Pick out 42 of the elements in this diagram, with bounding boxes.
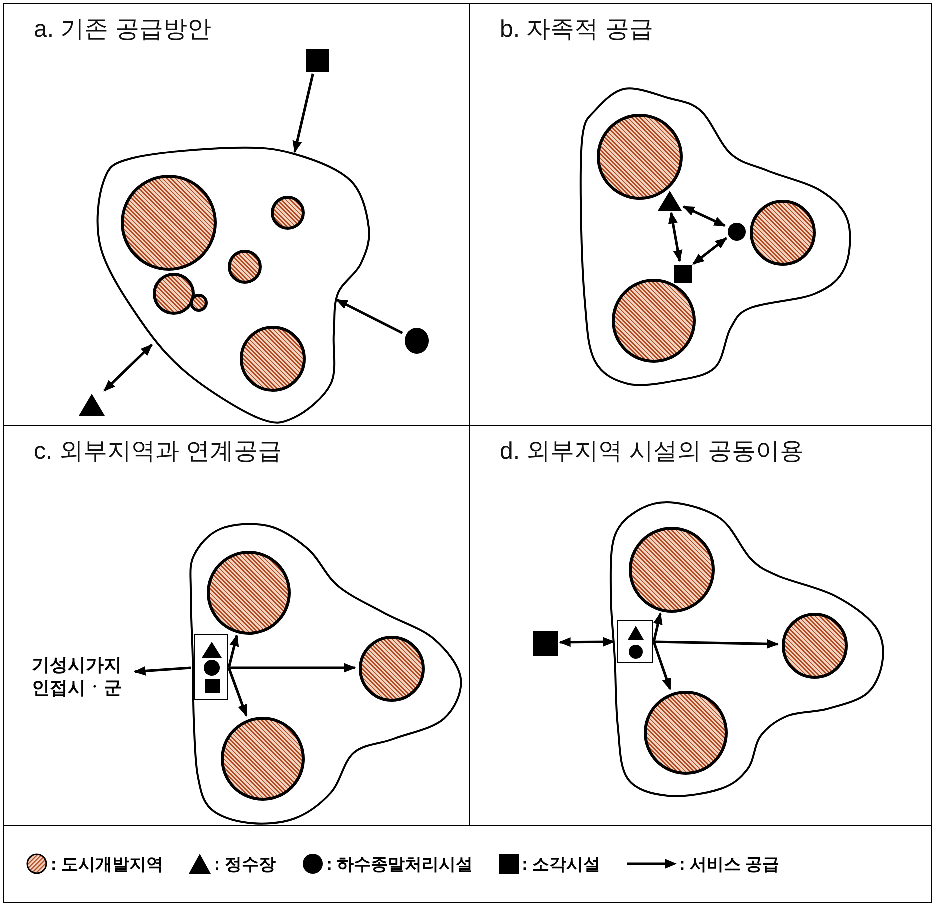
arrow	[652, 642, 672, 691]
arrow	[229, 663, 356, 673]
legend-text: : 소각시설	[522, 854, 601, 876]
panel-title: b. 자족적 공급	[500, 15, 654, 45]
panel-title: c. 외부지역과 연계공급	[34, 437, 282, 467]
legend-text: : 서비스 공급	[680, 854, 780, 876]
area-label: 기성시가지 인접시ㆍ군	[21, 653, 133, 701]
arrow	[134, 666, 192, 676]
square-symbol	[205, 679, 220, 693]
area-boundary	[187, 522, 465, 827]
square-symbol	[674, 265, 692, 283]
arrow	[654, 639, 780, 649]
legend-text: : 하수종말처리시설	[326, 854, 474, 876]
dot-symbol	[405, 328, 429, 354]
arrow	[692, 237, 728, 266]
arrow	[558, 637, 616, 648]
square-symbol	[533, 631, 558, 656]
arrow	[652, 612, 663, 642]
arrow	[336, 298, 404, 334]
arrow	[292, 74, 314, 154]
arrow	[228, 668, 248, 717]
facility-box	[617, 620, 653, 663]
diagram-panel	[469, 3, 932, 426]
legend-text: : 정수장	[214, 854, 276, 876]
dot-symbol	[629, 645, 643, 659]
arrow	[668, 212, 683, 262]
triangle-symbol	[658, 191, 682, 211]
area-boundary	[577, 85, 853, 389]
arrow	[682, 206, 726, 228]
panel-title: d. 외부지역 시설의 공동이용	[500, 437, 804, 467]
square-symbol	[306, 49, 329, 72]
triangle-symbol	[79, 394, 105, 416]
diagram-panel	[3, 3, 470, 426]
area-boundary	[607, 499, 887, 800]
panel-title: a. 기존 공급방안	[34, 15, 212, 45]
arrow	[104, 344, 153, 392]
triangle-symbol	[628, 626, 644, 640]
dot-symbol	[204, 660, 220, 676]
legend-text: : 도시개발지역	[51, 854, 164, 876]
triangle-symbol	[202, 642, 222, 658]
facility-box	[194, 634, 228, 700]
arrow	[228, 634, 240, 668]
